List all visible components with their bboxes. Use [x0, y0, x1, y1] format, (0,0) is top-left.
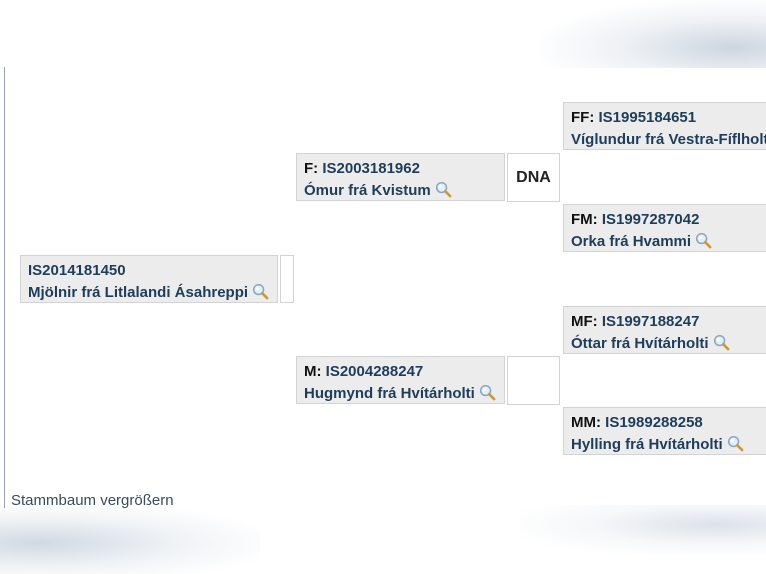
mm-prefix: MM:: [571, 414, 601, 431]
pedigree-left-rule: [4, 67, 5, 508]
magnifier-icon[interactable]: [713, 334, 730, 351]
subject-name-link[interactable]: Mjölnir frá Litlalandi Ásahreppi: [28, 284, 249, 301]
fm-reg-row: FM: IS1997287042: [571, 209, 765, 231]
dam-name-row: Hugmynd frá Hvítárholti: [304, 383, 497, 403]
mm-name-row: Hylling frá Hvítárholti: [571, 434, 765, 454]
mf-prefix: MF:: [571, 313, 598, 330]
ff-reg-link[interactable]: IS1995184651: [598, 109, 697, 126]
dam-empty-box: [507, 356, 560, 405]
mf-name-link[interactable]: Óttar frá Hvítárholti: [571, 335, 709, 352]
ff-name-row: Víglundur frá Vestra-Fíflholti: [571, 129, 766, 149]
mf-reg-row: MF: IS1997188247: [571, 311, 765, 333]
pedigree-subject-box: IS2014181450 Mjölnir frá Litlalandi Ásah…: [20, 255, 278, 303]
fm-name-link[interactable]: Orka frá Hvammi: [571, 233, 692, 250]
magnifier-icon[interactable]: [252, 283, 269, 300]
mm-reg-link[interactable]: IS1989288258: [605, 414, 703, 431]
magnifier-icon[interactable]: [727, 435, 744, 452]
dam-reg-row: M: IS2004288247: [304, 361, 497, 383]
pedigree-fm-box: FM: IS1997287042 Orka frá Hvammi: [563, 204, 766, 252]
fm-prefix: FM:: [571, 211, 598, 228]
magnifier-icon[interactable]: [435, 181, 452, 198]
subject-reg-link[interactable]: IS2014181450: [28, 262, 126, 279]
sire-name-link[interactable]: Ómur frá Kvistum: [304, 182, 431, 199]
dna-badge: DNA: [507, 153, 560, 202]
dam-prefix: M:: [304, 363, 322, 380]
sire-reg-link[interactable]: IS2003181962: [322, 160, 420, 177]
fm-reg-link[interactable]: IS1997287042: [601, 211, 700, 228]
ff-reg-row: FF: IS1995184651: [571, 107, 765, 129]
mm-name-link[interactable]: Hylling frá Hvítárholti: [571, 436, 723, 453]
fm-name-row: Orka frá Hvammi: [571, 231, 765, 251]
mf-name-row: Óttar frá Hvítárholti: [571, 333, 765, 353]
dam-name-link[interactable]: Hugmynd frá Hvítárholti: [304, 385, 475, 402]
pedigree-ff-box: FF: IS1995184651 Víglundur frá Vestra-Fí…: [563, 102, 766, 150]
mm-reg-row: MM: IS1989288258: [571, 412, 765, 434]
subject-name-row: Mjölnir frá Litlalandi Ásahreppi: [28, 282, 270, 302]
pedigree-sire-box: F: IS2003181962 Ómur frá Kvistum: [296, 153, 505, 201]
ff-name-link[interactable]: Víglundur frá Vestra-Fíflholti: [571, 131, 766, 148]
pedigree-mm-box: MM: IS1989288258 Hylling frá Hvítárholti: [563, 407, 766, 455]
sire-prefix: F:: [304, 160, 319, 177]
dam-reg-link[interactable]: IS2004288247: [325, 363, 424, 380]
subject-empty-box: [280, 255, 294, 303]
magnifier-icon[interactable]: [479, 384, 496, 401]
magnifier-icon[interactable]: [695, 232, 712, 249]
ff-prefix: FF:: [571, 109, 595, 126]
pedigree-dam-box: M: IS2004288247 Hugmynd frá Hvítárholti: [296, 356, 505, 404]
pedigree-mf-box: MF: IS1997188247 Óttar frá Hvítárholti: [563, 306, 766, 354]
enlarge-pedigree-link[interactable]: Stammbaum vergrößern: [11, 492, 174, 509]
sire-name-row: Ómur frá Kvistum: [304, 180, 497, 200]
mf-reg-link[interactable]: IS1997188247: [601, 313, 700, 330]
sire-reg-row: F: IS2003181962: [304, 158, 497, 180]
